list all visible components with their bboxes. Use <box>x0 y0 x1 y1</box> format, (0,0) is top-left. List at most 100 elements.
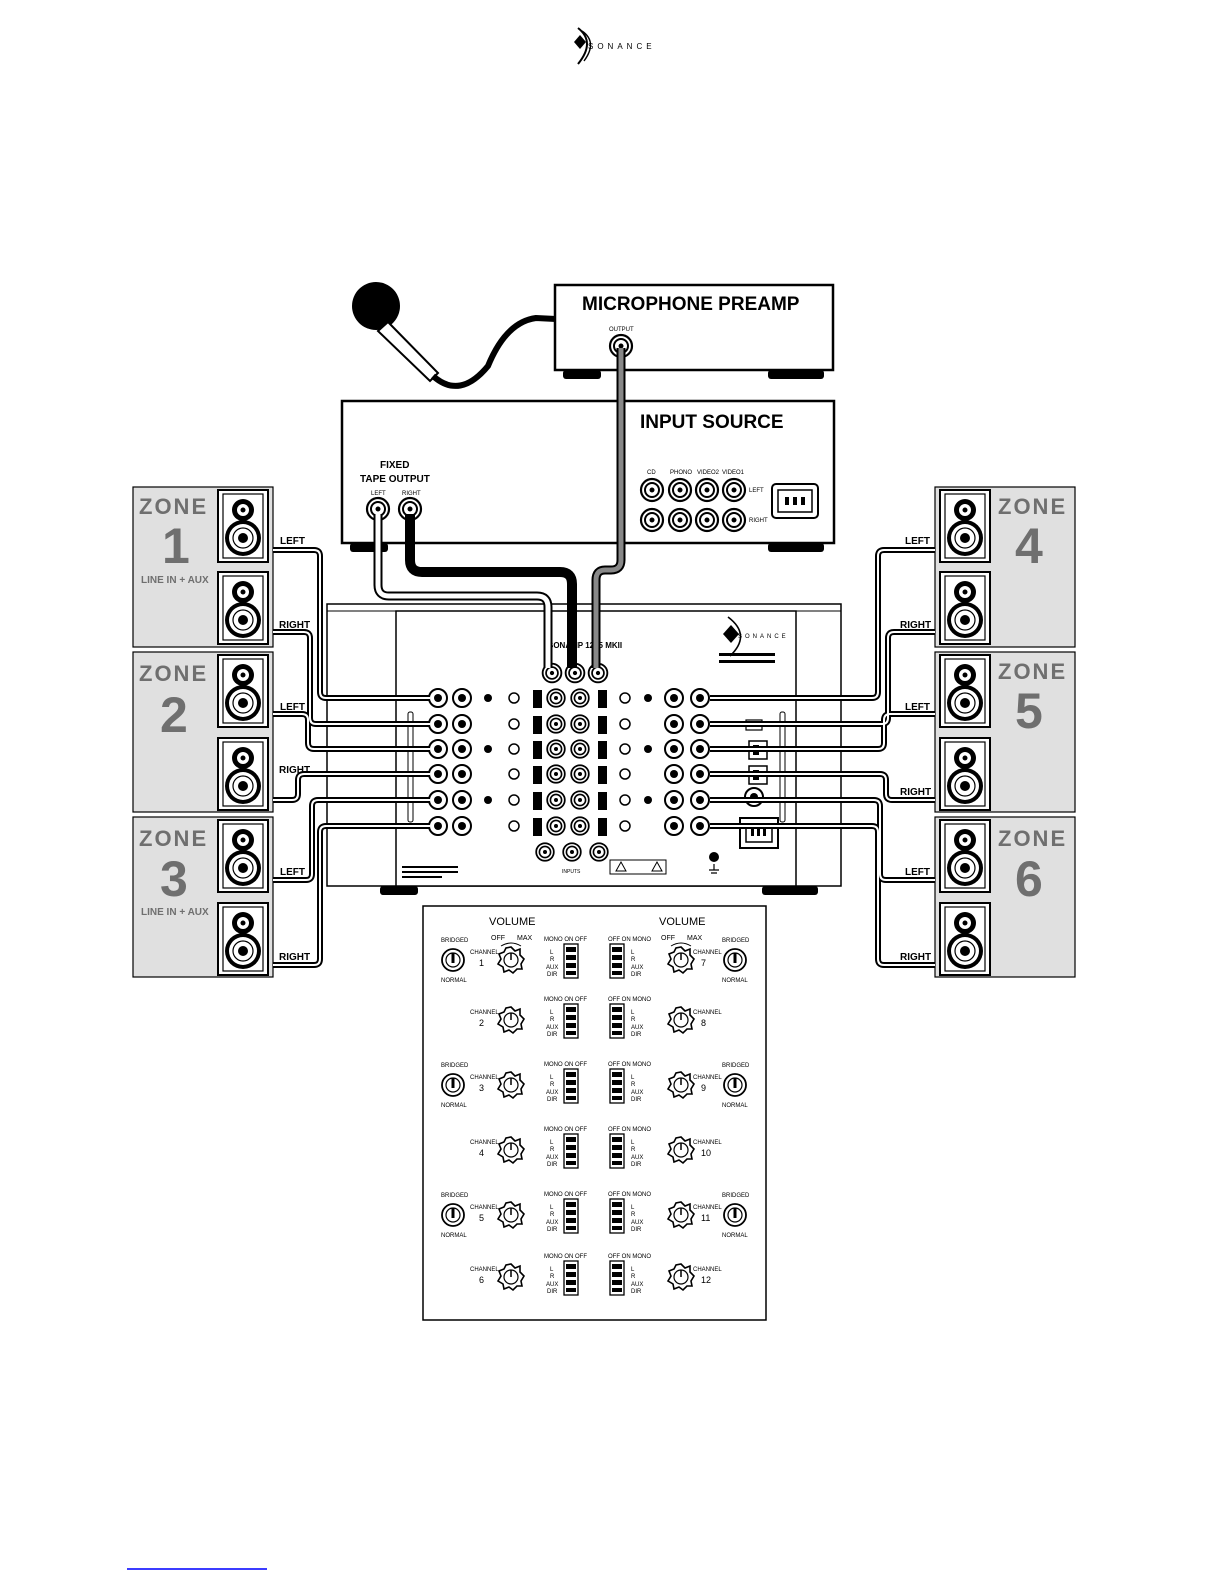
source-row-left: LEFT <box>749 488 764 494</box>
switch-aux-left-4: AUX <box>546 1155 558 1161</box>
fixed-label: FIXED <box>380 460 409 471</box>
switch-header-left-2: MONO ON OFF <box>544 997 587 1003</box>
dip-switch-right-1[interactable] <box>609 943 625 979</box>
zone-1-sub: LINE IN + AUX <box>141 575 209 586</box>
switch-header-right-1: OFF ON MONO <box>608 937 651 943</box>
switch-l-left-4: L <box>550 1140 554 1146</box>
zone-3-sub: LINE IN + AUX <box>141 907 209 918</box>
zone-5-left-label: LEFT <box>905 702 930 713</box>
switch-l-left-2: L <box>550 1010 554 1016</box>
switch-aux-left-3: AUX <box>546 1090 558 1096</box>
switch-l-right-1: L <box>631 950 635 956</box>
zone-4: ZONE 4 LEFT RIGHT <box>900 486 1076 648</box>
jack-label-phono: PHONO <box>670 470 692 476</box>
bridged-label-right-5: BRIDGED <box>722 1193 750 1199</box>
bridge-switch-left-5[interactable] <box>441 1203 465 1227</box>
dip-switch-left-4[interactable] <box>563 1133 579 1169</box>
dip-switch-right-3[interactable] <box>609 1068 625 1104</box>
normal-label-left-5: NORMAL <box>441 1233 467 1239</box>
dip-switch-left-5[interactable] <box>563 1198 579 1234</box>
channel-number-left-5: 5 <box>479 1213 484 1223</box>
zone-5-word: ZONE <box>998 659 1067 684</box>
switch-r-left-2: R <box>550 1017 555 1023</box>
switch-r-right-2: R <box>631 1017 636 1023</box>
switch-aux-left-6: AUX <box>546 1282 558 1288</box>
max-label-right: MAX <box>687 935 703 942</box>
dip-switch-right-2[interactable] <box>609 1003 625 1039</box>
bridge-switch-left-3[interactable] <box>441 1073 465 1097</box>
off-label-right: OFF <box>661 935 675 942</box>
control-panel: VOLUME VOLUME OFF MAX OFF MAX <box>422 905 767 1321</box>
tape-right-label: RIGHT <box>402 491 421 497</box>
preamp-output-label: OUTPUT <box>609 327 634 333</box>
dip-switch-right-6[interactable] <box>609 1260 625 1296</box>
normal-label-left-1: NORMAL <box>441 978 467 984</box>
channel-number-left-3: 3 <box>479 1083 484 1093</box>
bridge-switch-right-5[interactable] <box>723 1203 747 1227</box>
dip-switch-left-2[interactable] <box>563 1003 579 1039</box>
switch-aux-right-3: AUX <box>631 1090 643 1096</box>
channel-number-left-6: 6 <box>479 1275 484 1285</box>
switch-r-left-4: R <box>550 1147 555 1153</box>
zone-6-word: ZONE <box>998 826 1067 851</box>
zone-1-number: 1 <box>162 518 190 574</box>
channel-number-right-6: 12 <box>701 1275 711 1285</box>
bridged-label-right-3: BRIDGED <box>722 1063 750 1069</box>
switch-r-right-3: R <box>631 1082 636 1088</box>
zone-1-right-label: RIGHT <box>279 620 310 631</box>
switch-aux-right-6: AUX <box>631 1282 643 1288</box>
tape-output-label: TAPE OUTPUT <box>360 474 430 485</box>
zone-1-left-label: LEFT <box>280 536 305 547</box>
preamp-title: MICROPHONE PREAMP <box>582 294 800 315</box>
zone-6-number: 6 <box>1015 851 1043 907</box>
switch-header-left-1: MONO ON OFF <box>544 937 587 943</box>
off-label-left: OFF <box>491 935 505 942</box>
normal-label-right-5: NORMAL <box>722 1233 748 1239</box>
channel-label-left-2: CHANNEL <box>470 1010 499 1016</box>
switch-aux-left-5: AUX <box>546 1220 558 1226</box>
switch-r-right-5: R <box>631 1212 636 1218</box>
switch-header-right-3: OFF ON MONO <box>608 1062 651 1068</box>
bridged-label-left-1: BRIDGED <box>441 938 469 944</box>
zone-2-number: 2 <box>160 687 188 743</box>
input-source-title: INPUT SOURCE <box>640 412 784 433</box>
switch-dir-right-3: DIR <box>631 1097 642 1103</box>
bridge-switch-left-1[interactable] <box>441 948 465 972</box>
zone-2: ZONE 2 LEFT RIGHT <box>132 651 310 813</box>
dip-switch-right-4[interactable] <box>609 1133 625 1169</box>
switch-r-left-6: R <box>550 1274 555 1280</box>
switch-header-right-6: OFF ON MONO <box>608 1254 651 1260</box>
switch-dir-left-6: DIR <box>547 1289 558 1295</box>
zone-3-number: 3 <box>160 851 188 907</box>
footer-link-underline <box>127 1568 267 1570</box>
bridge-switch-right-3[interactable] <box>723 1073 747 1097</box>
microphone <box>352 282 557 389</box>
zone-2-word: ZONE <box>139 661 208 686</box>
jack-label-video1: VIDEO1 <box>722 470 745 476</box>
switch-l-left-6: L <box>550 1267 554 1273</box>
dip-switch-left-1[interactable] <box>563 943 579 979</box>
switch-r-right-1: R <box>631 957 636 963</box>
zone-6: ZONE 6 LEFT RIGHT <box>900 816 1076 978</box>
microphone-preamp: MICROPHONE PREAMP OUTPUT <box>553 283 835 379</box>
switch-l-right-5: L <box>631 1205 635 1211</box>
channel-number-right-3: 9 <box>701 1083 706 1093</box>
dip-switch-left-3[interactable] <box>563 1068 579 1104</box>
tape-left-label: LEFT <box>371 491 386 497</box>
switch-r-left-1: R <box>550 957 555 963</box>
jack-label-video2: VIDEO2 <box>697 470 720 476</box>
switch-r-right-6: R <box>631 1274 636 1280</box>
switch-dir-right-6: DIR <box>631 1289 642 1295</box>
channel-label-right-4: CHANNEL <box>693 1140 722 1146</box>
bridge-switch-right-1[interactable] <box>723 948 747 972</box>
volume-label-left: VOLUME <box>489 916 535 928</box>
channel-number-left-2: 2 <box>479 1018 484 1028</box>
switch-l-right-4: L <box>631 1140 635 1146</box>
dip-switch-left-6[interactable] <box>563 1260 579 1296</box>
channel-label-right-6: CHANNEL <box>693 1267 722 1273</box>
switch-dir-right-1: DIR <box>631 972 642 978</box>
switch-aux-right-5: AUX <box>631 1220 643 1226</box>
jack-label-cd: CD <box>647 470 656 476</box>
switch-header-left-4: MONO ON OFF <box>544 1127 587 1133</box>
dip-switch-right-5[interactable] <box>609 1198 625 1234</box>
